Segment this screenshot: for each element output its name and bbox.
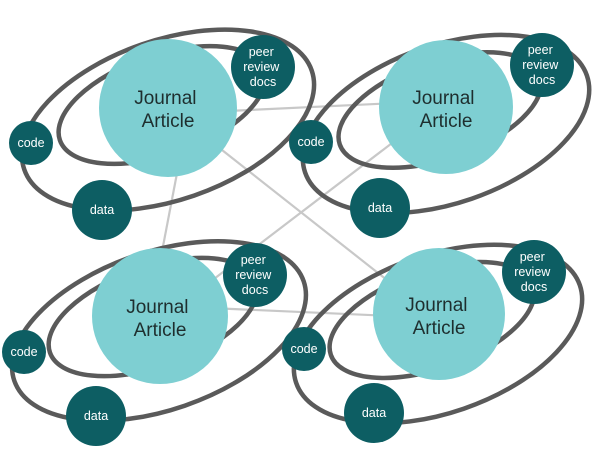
journal-article-line-1: Journal <box>126 297 188 318</box>
code-node <box>289 120 333 164</box>
peer-review-line-2: review <box>235 268 272 282</box>
code-label: code <box>17 136 44 150</box>
peer-review-line-3: docs <box>250 75 276 89</box>
connector-top-pair <box>227 101 397 113</box>
peer-review-line-3: docs <box>242 283 268 297</box>
cluster-top-left: Journal Article peer review docs code da… <box>9 27 317 240</box>
peer-review-line-2: review <box>514 265 551 279</box>
journal-article-line-2: Article <box>413 318 466 339</box>
data-label: data <box>90 203 114 217</box>
code-label: code <box>10 345 37 359</box>
journal-article-label: Journal Article <box>126 297 194 341</box>
journal-article-line-1: Journal <box>405 295 467 316</box>
data-label: data <box>362 406 386 420</box>
peer-review-docs-node <box>223 243 287 307</box>
journal-article-label: Journal Article <box>405 295 473 339</box>
journal-article-node <box>379 40 513 174</box>
data-node <box>66 386 126 446</box>
peer-review-docs-label: peer review docs <box>522 43 562 87</box>
peer-review-line-1: peer <box>520 250 545 264</box>
data-label: data <box>84 409 108 423</box>
peer-review-docs-node <box>231 35 295 99</box>
peer-review-docs-node <box>510 33 574 97</box>
journal-article-node <box>373 248 505 380</box>
peer-review-docs-label: peer review docs <box>243 45 283 89</box>
journal-article-line-1: Journal <box>412 88 474 109</box>
peer-review-line-1: peer <box>241 253 266 267</box>
peer-review-line-2: review <box>243 60 280 74</box>
journal-article-node <box>99 39 237 177</box>
peer-review-line-2: review <box>522 58 559 72</box>
journal-article-line-2: Article <box>142 111 195 132</box>
peer-review-line-1: peer <box>249 45 274 59</box>
code-node <box>2 330 46 374</box>
connector-diagonal-down <box>221 149 393 285</box>
peer-review-docs-label: peer review docs <box>235 253 275 297</box>
journal-article-line-2: Article <box>134 320 187 341</box>
peer-review-line-3: docs <box>529 73 555 87</box>
data-node <box>350 178 410 238</box>
cluster-top-right: Journal Article peer review docs code da… <box>289 32 592 238</box>
journal-article-label: Journal Article <box>134 88 202 132</box>
journal-article-label: Journal Article <box>412 88 480 132</box>
data-node <box>72 180 132 240</box>
code-label: code <box>290 342 317 356</box>
peer-review-line-3: docs <box>521 280 547 294</box>
code-node <box>9 121 53 165</box>
data-node <box>344 383 404 443</box>
journal-article-node <box>92 248 228 384</box>
peer-review-docs-label: peer review docs <box>514 250 554 294</box>
cluster-bottom-left: Journal Article peer review docs code da… <box>2 238 309 446</box>
code-label: code <box>297 135 324 149</box>
cluster-bottom-right: Journal Article peer review docs code da… <box>282 240 585 443</box>
journal-article-line-1: Journal <box>134 88 196 109</box>
data-label: data <box>368 201 392 215</box>
code-node <box>282 327 326 371</box>
journal-article-line-2: Article <box>420 111 473 132</box>
peer-review-line-1: peer <box>528 43 553 57</box>
peer-review-docs-node <box>502 240 566 304</box>
